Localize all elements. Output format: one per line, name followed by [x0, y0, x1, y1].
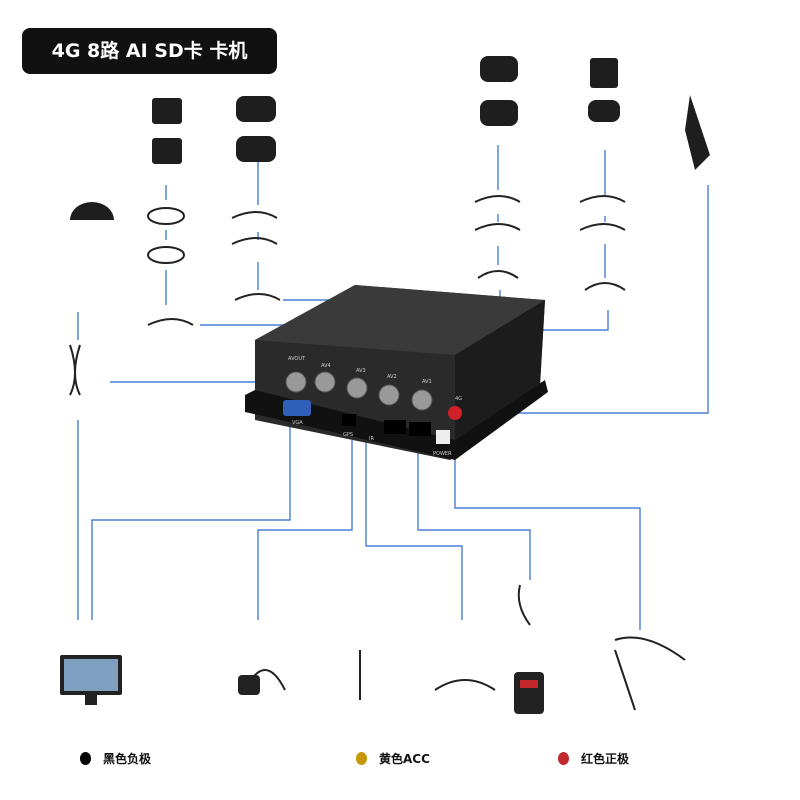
camera-icon: [152, 138, 182, 164]
label-avout: AVOUT: [288, 356, 306, 362]
microphone-icon: [70, 202, 114, 220]
av3-port: [346, 377, 368, 399]
legend-item-black-negative: 黑色负极: [80, 750, 151, 767]
vga-port: [283, 400, 311, 416]
label-vga: VGA: [292, 420, 303, 426]
power-port: [436, 430, 450, 444]
av2-port: [378, 384, 400, 406]
av4-port: [314, 371, 336, 393]
legend-item-yellow-acc: 黄色ACC: [356, 750, 430, 767]
camera-icon: [236, 96, 276, 122]
legend-item-red-positive: 红色正极: [558, 750, 629, 767]
camera-icon: [480, 56, 518, 82]
bottom-devices: [60, 655, 544, 714]
label-power: POWER: [433, 451, 452, 457]
av1-port: [411, 389, 433, 411]
camera-icon: [152, 98, 182, 124]
gps-module-icon: [238, 675, 260, 695]
black-dot-icon: [80, 752, 91, 765]
4g-antenna-port: [448, 406, 462, 420]
line-vga: [91, 420, 291, 620]
cameras: [70, 56, 710, 220]
camera-icon: [588, 100, 620, 122]
label-ir: IR: [369, 436, 374, 442]
line-gps: [257, 440, 353, 620]
line-ir: [365, 440, 463, 620]
fatigue-sensor-icon: [514, 672, 544, 714]
line-4g-antenna: [462, 185, 709, 414]
label-av2: AV2: [387, 374, 397, 380]
dvr-unit: AVOUT AV4 AV3 AV2 AV1 4G VGA GPS IR POWE…: [245, 285, 548, 460]
line-power: [454, 450, 641, 630]
yellow-dot-icon: [356, 752, 367, 765]
page-title: 4G 8路 AI SD卡 卡机: [22, 28, 277, 74]
label-4g: 4G: [455, 396, 462, 402]
red-dot-icon: [558, 752, 569, 765]
line-sensor: [417, 440, 531, 580]
label-av4: AV4: [321, 363, 331, 369]
avout-port: [285, 371, 307, 393]
label-av3: AV3: [356, 368, 366, 374]
camera-icon: [590, 58, 618, 88]
camera-icon: [480, 100, 518, 126]
label-gps: GPS: [343, 432, 353, 438]
antenna-icon: [685, 95, 710, 170]
cables: [69, 195, 686, 711]
label-av1: AV1: [422, 379, 432, 385]
camera-icon: [236, 136, 276, 162]
